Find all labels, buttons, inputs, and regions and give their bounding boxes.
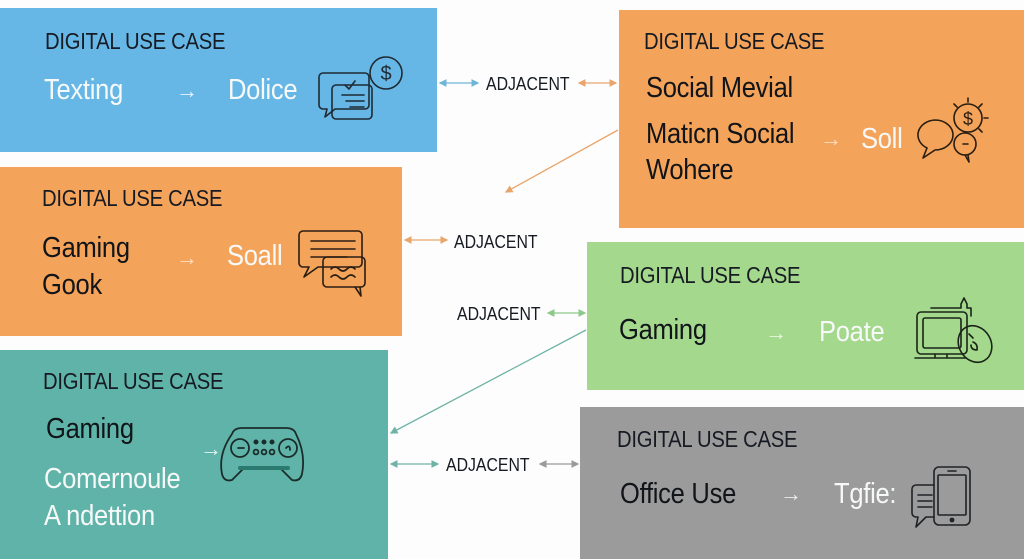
- phone-chat-icon: [911, 466, 971, 528]
- card-source-label: Social Mevial: [646, 72, 793, 104]
- card-source-label: Gaming: [46, 413, 134, 445]
- card-source-label: Wohere: [646, 154, 734, 186]
- connector-label: ADJACENT: [486, 74, 570, 94]
- connector-label: ADJACENT: [454, 232, 538, 252]
- card-source-label: Maticn Social: [646, 118, 795, 150]
- card-target-label: Dolice: [228, 74, 298, 106]
- chat-bubbles-icon: [298, 230, 366, 297]
- card-detail-label: Comernoule: [44, 463, 181, 495]
- card-gaming-gook: DIGITAL USE CASE Gaming Gook → Soall: [0, 167, 402, 336]
- card-target-label: Poate: [819, 316, 885, 348]
- card-social: DIGITAL USE CASE Social Mevial Maticn So…: [619, 10, 1024, 228]
- card-source-label: Office Use: [620, 478, 737, 510]
- arrow-icon: →: [820, 126, 842, 151]
- arrow-icon: →: [765, 320, 787, 345]
- card-target-label: Tgfie:: [834, 478, 897, 510]
- arrow-icon: →: [200, 436, 222, 461]
- arrow-icon: →: [780, 481, 802, 506]
- card-target-label: Soall: [227, 240, 283, 272]
- card-heading: DIGITAL USE CASE: [617, 426, 798, 452]
- card-detail-label: A ndettion: [44, 500, 155, 532]
- gamepad-icon: [220, 427, 305, 482]
- card-source-label: Texting: [44, 74, 124, 106]
- arrow-icon: →: [176, 78, 198, 103]
- monitor-controller-icon: [914, 297, 993, 364]
- svg-text:$: $: [380, 63, 391, 85]
- card-heading: DIGITAL USE CASE: [45, 28, 226, 54]
- card-office: DIGITAL USE CASE Office Use → Tgfie:: [580, 407, 1024, 559]
- card-source-label: Gaming: [42, 232, 130, 264]
- card-gaming-poate: DIGITAL USE CASE Gaming → Poate: [587, 242, 1024, 390]
- connector-label: ADJACENT: [457, 304, 541, 324]
- chat-coin-icon: $: [917, 97, 989, 163]
- arrow-icon: →: [176, 245, 198, 270]
- connector-label: ADJACENT: [446, 455, 530, 475]
- card-gaming-console: DIGITAL USE CASE Gaming Comernoule A nde…: [0, 350, 388, 559]
- card-heading: DIGITAL USE CASE: [42, 185, 223, 211]
- card-source-label: Gaming: [619, 314, 707, 346]
- card-texting: DIGITAL USE CASE Texting → Dolice $: [0, 8, 437, 152]
- chat-dollar-icon: $: [318, 56, 403, 120]
- card-source-label: Gook: [42, 269, 102, 301]
- card-heading: DIGITAL USE CASE: [43, 368, 224, 394]
- svg-text:$: $: [963, 109, 973, 129]
- card-target-label: Soll: [861, 123, 903, 155]
- card-heading: DIGITAL USE CASE: [620, 262, 801, 288]
- card-heading: DIGITAL USE CASE: [644, 28, 825, 54]
